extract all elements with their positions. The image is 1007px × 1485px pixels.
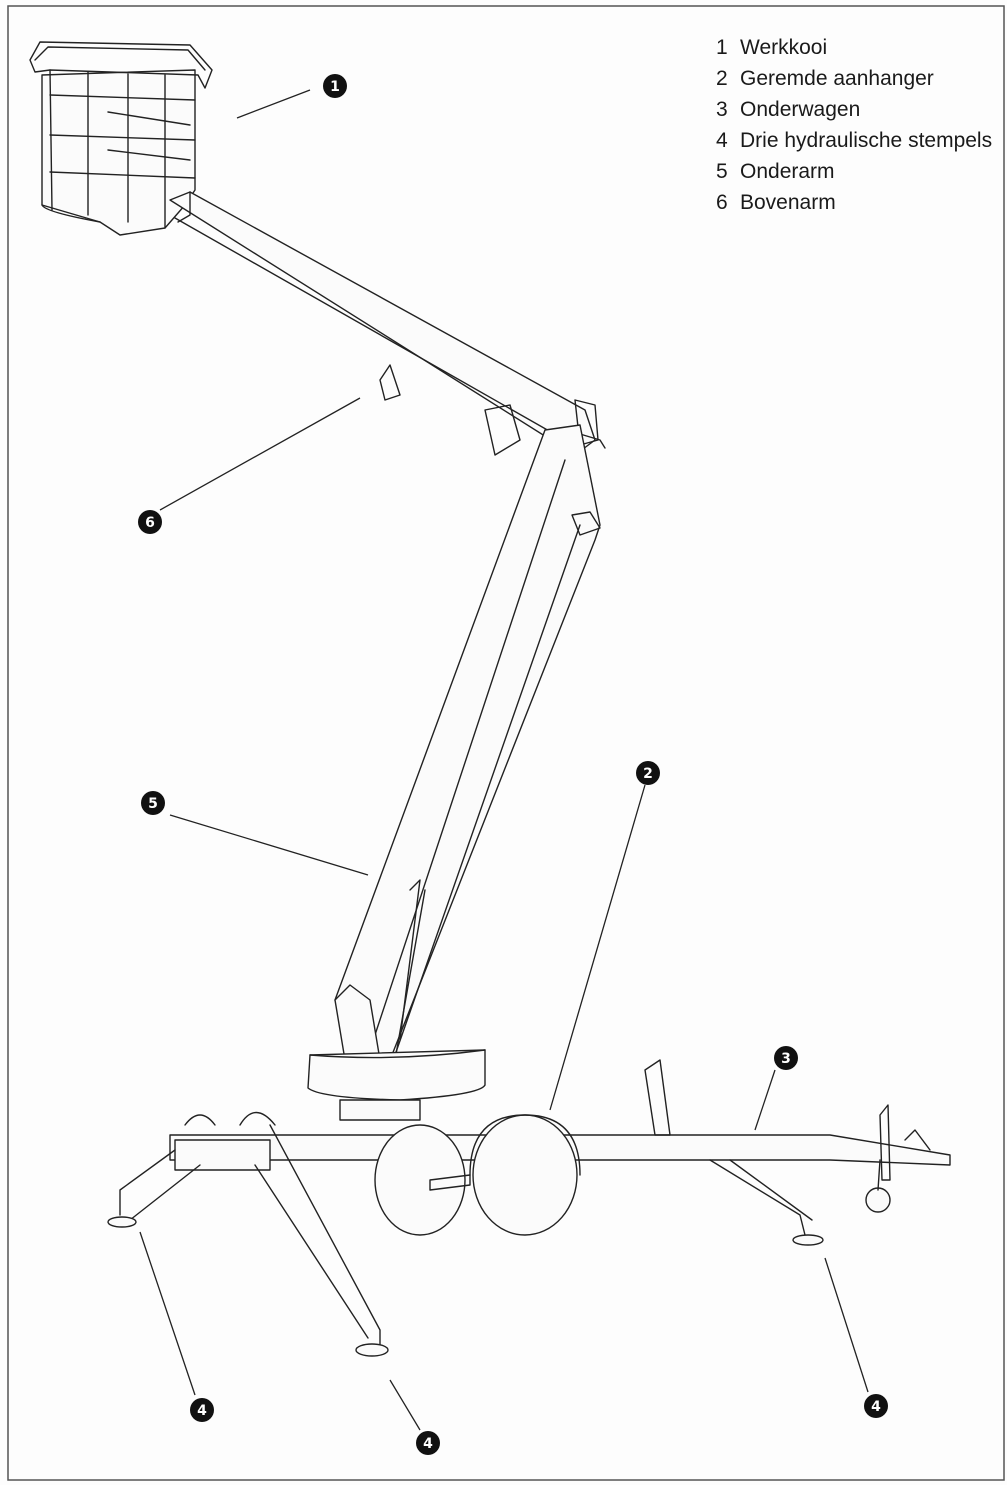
page-border xyxy=(7,5,1005,1481)
outriggers xyxy=(107,1111,824,1357)
legend-label: Bovenarm xyxy=(740,191,836,214)
legend-item-onderwagen: 3 Onderwagen xyxy=(716,94,992,125)
legend-label: Onderarm xyxy=(740,160,835,183)
callout-6: 6 xyxy=(138,510,162,534)
callout-2: 2 xyxy=(636,761,660,785)
svg-text:6: 6 xyxy=(145,515,155,531)
legend-label: Werkkooi xyxy=(740,36,828,59)
legend-number: 3 xyxy=(716,98,728,121)
svg-text:2: 2 xyxy=(643,766,653,782)
turret xyxy=(307,1049,486,1121)
work-cage xyxy=(29,41,213,236)
lower-arm xyxy=(334,424,601,1091)
callout-4b: 4 xyxy=(416,1431,440,1455)
legend-number: 2 xyxy=(716,67,728,90)
svg-text:5: 5 xyxy=(148,796,158,812)
trailer-wheels xyxy=(374,1114,581,1236)
parts-legend: 1 Werkkooi 2 Geremde aanhanger 3 Onderwagen… xyxy=(716,32,992,218)
svg-text:4: 4 xyxy=(197,1403,207,1419)
leader-3 xyxy=(754,1069,776,1131)
legend-label: Geremde aanhanger xyxy=(740,67,934,90)
legend-number: 4 xyxy=(716,129,728,152)
legend-item-stempels: 4 Drie hydraulische stempels xyxy=(716,125,992,156)
leader-1 xyxy=(236,89,311,119)
svg-text:4: 4 xyxy=(423,1436,433,1452)
leader-4b xyxy=(389,1379,421,1431)
callout-5: 5 xyxy=(141,791,165,815)
svg-text:4: 4 xyxy=(871,1399,881,1415)
legend-item-werkkooi: 1 Werkkooi xyxy=(716,32,992,63)
svg-text:3: 3 xyxy=(781,1051,791,1067)
legend-number: 6 xyxy=(716,191,728,214)
legend-item-bovenarm: 6 Bovenarm xyxy=(716,187,992,218)
legend-number: 5 xyxy=(716,160,728,183)
callout-1: 1 xyxy=(323,74,347,98)
callout-3: 3 xyxy=(774,1046,798,1070)
leader-5 xyxy=(169,814,369,876)
leader-4a xyxy=(139,1231,196,1396)
callout-4c: 4 xyxy=(864,1394,888,1418)
leader-2 xyxy=(549,784,646,1111)
leader-4c xyxy=(824,1257,869,1393)
legend-item-onderarm: 5 Onderarm xyxy=(716,156,992,187)
legend-item-geremde-aanhanger: 2 Geremde aanhanger xyxy=(716,63,992,94)
legend-label: Drie hydraulische stempels xyxy=(740,129,993,152)
svg-text:1: 1 xyxy=(330,79,340,95)
callout-4a: 4 xyxy=(190,1398,214,1422)
leader-6 xyxy=(159,397,361,511)
upper-arm xyxy=(169,191,606,456)
legend-label: Onderwagen xyxy=(740,98,861,121)
legend-number: 1 xyxy=(716,36,728,59)
